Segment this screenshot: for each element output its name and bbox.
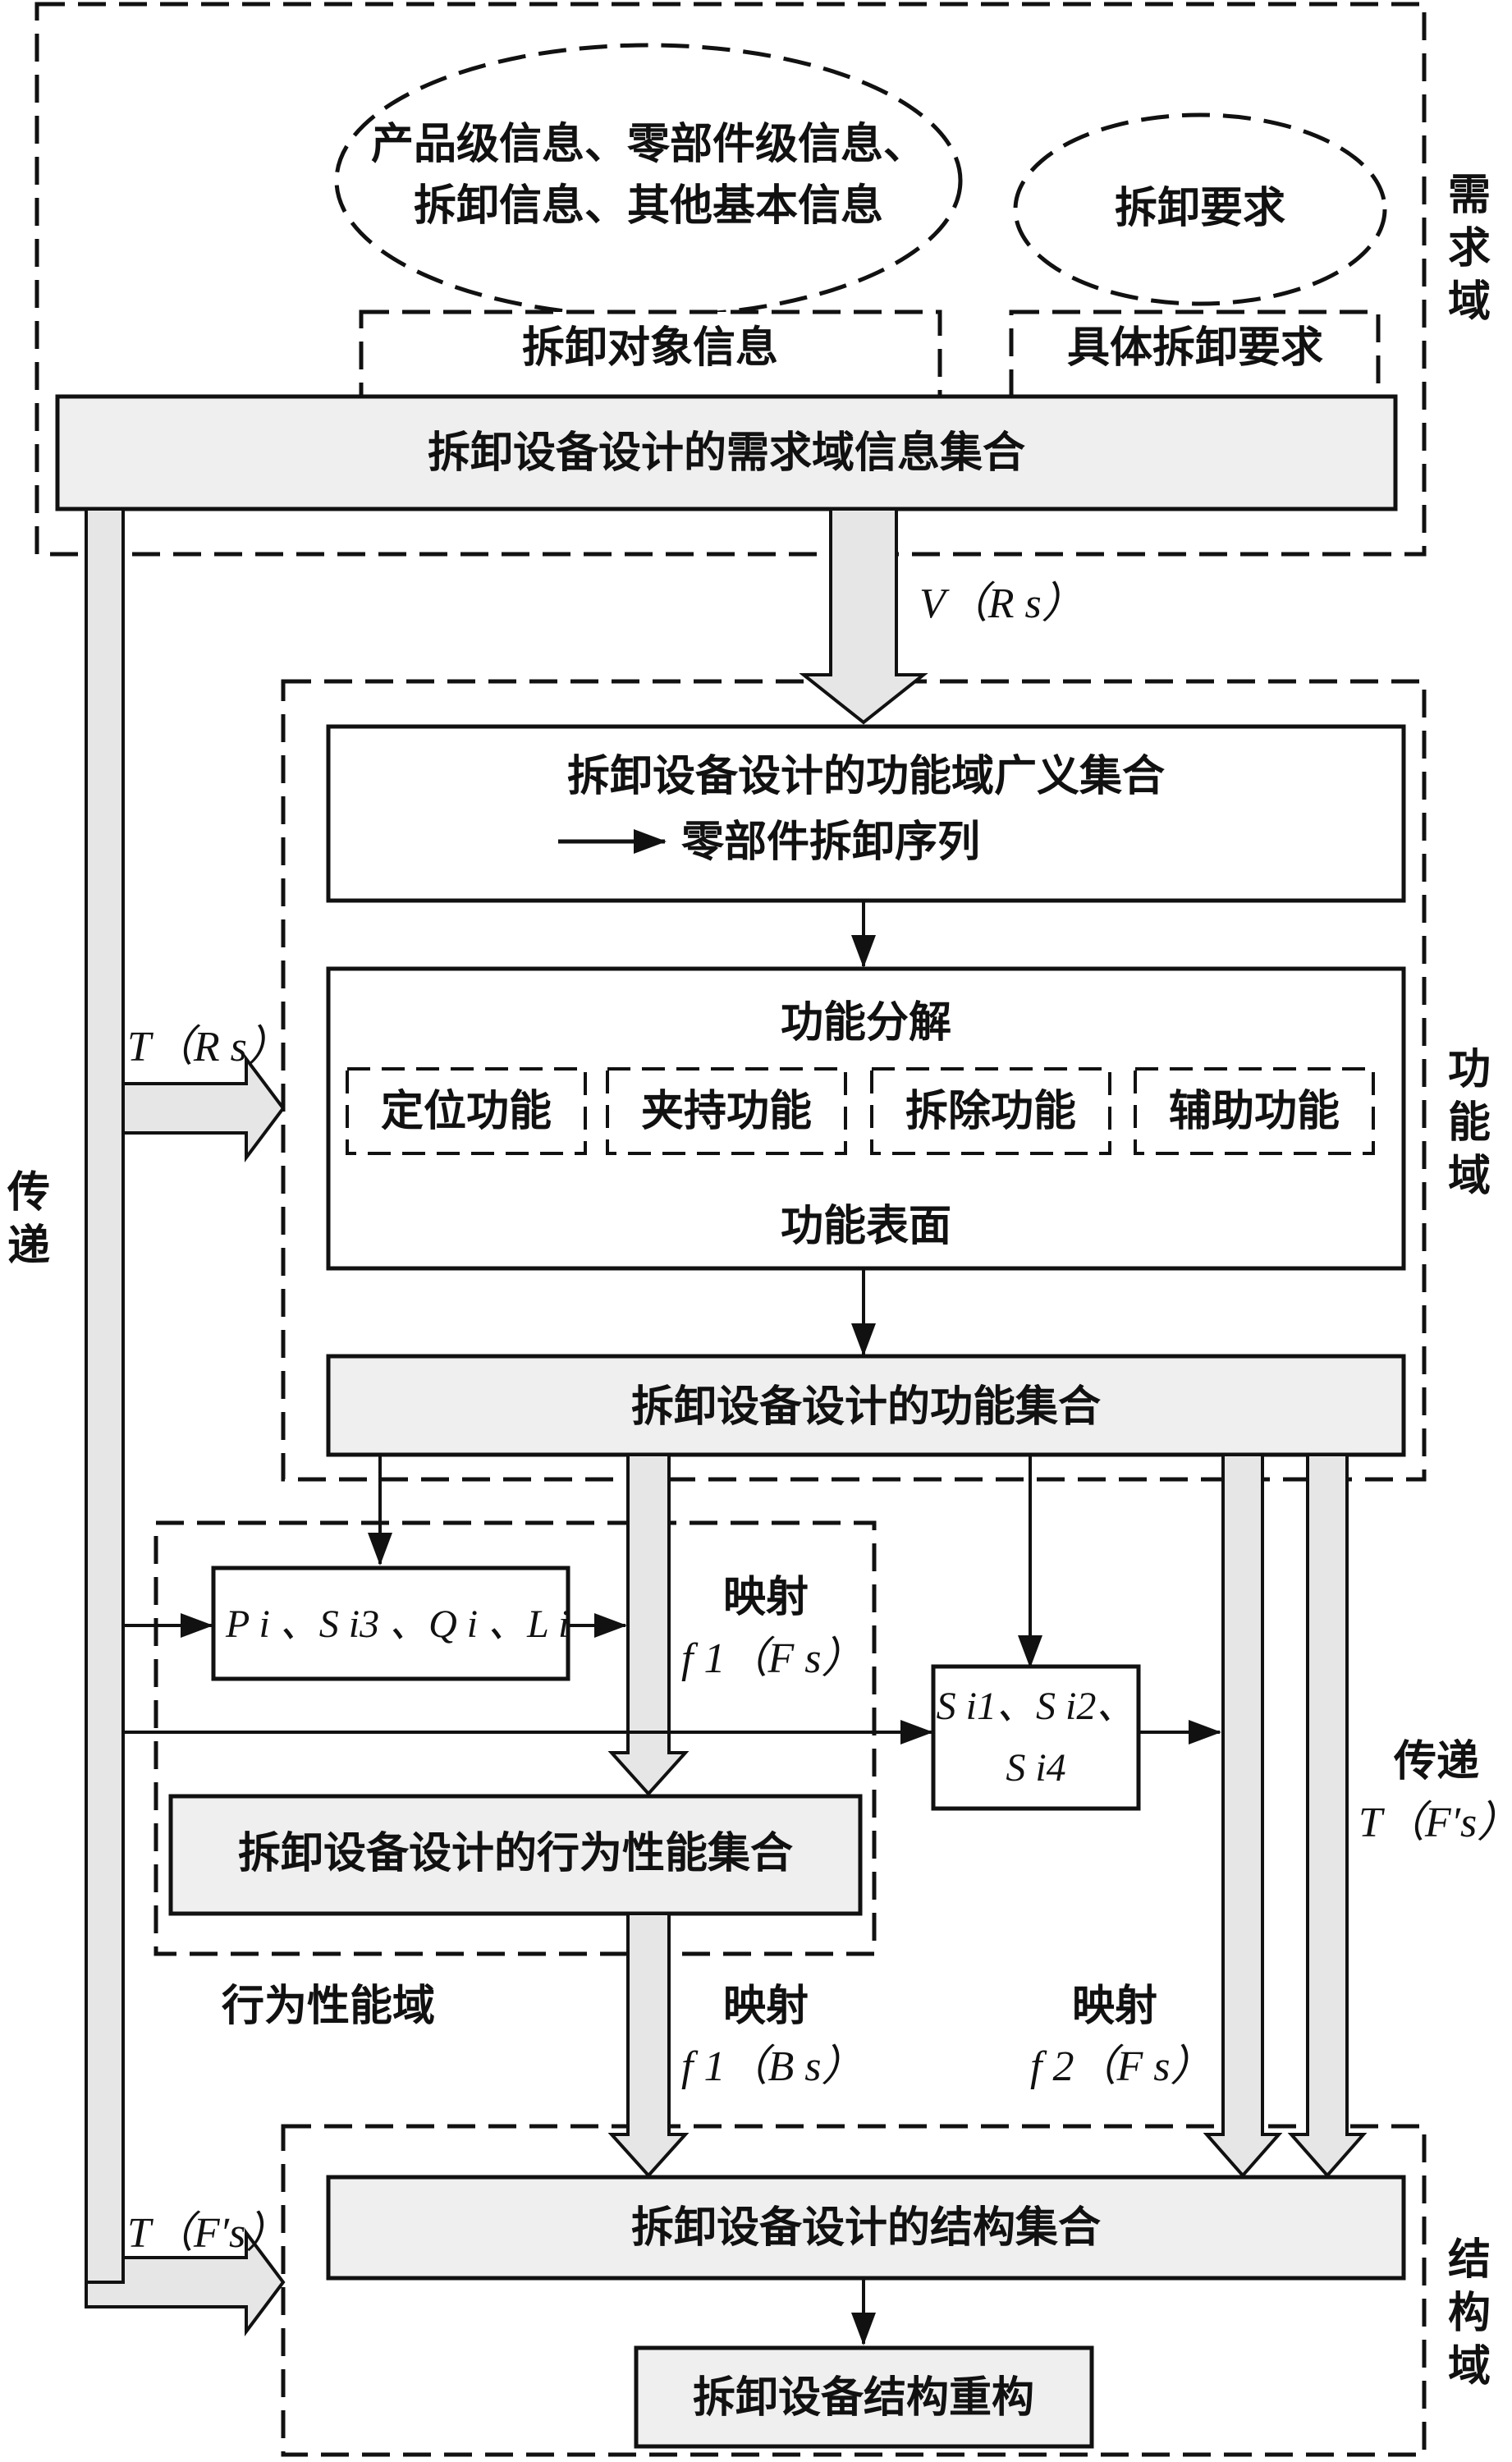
demand-domain-boundary [34,2,1427,557]
assist-function-text: 辅助功能 [1168,1086,1340,1136]
specific-req-text: 具体拆卸要求 [1066,323,1324,373]
function-domain-label: 功能域 [1447,1044,1491,1201]
function-domain-boundary [281,679,1427,1482]
assist-function-box [1134,1067,1375,1155]
v-rs-label: V（R s） [919,580,1084,627]
object-info-text: 拆卸对象信息 [521,323,779,373]
locate-function-box [346,1067,587,1155]
requirement-ellipse [1013,112,1387,306]
structure-domain-boundary [281,2124,1427,2457]
params-right-box [931,1664,1141,1811]
left-transfer-spine [85,507,125,2284]
t-rs-label: T（R s） [127,1024,290,1071]
reconstruct-box [634,2345,1094,2449]
object-info-box [359,309,942,401]
function-to-structure-arrow-2 [1287,1453,1368,2179]
structure-set-box [326,2175,1406,2281]
v-rs-arrow [799,507,928,725]
t-fs-left-label: T（F′s） [127,2210,289,2257]
params-left-box [211,1566,570,1681]
mapping-label-3: 映射 [1071,1981,1158,2031]
behavior-domain-label: 行为性能域 [222,1981,436,2031]
map-f1-fs-label: f 1（F s） [681,1635,864,1682]
general-set-line1: 拆卸设备设计的功能域广义集合 [566,751,1166,801]
remove-function-text: 拆除功能 [905,1086,1077,1136]
params-left-text: P i 、S i3 、Q i 、L i [226,1602,570,1646]
left-transfer-branch-top [121,1054,286,1162]
behavior-set-text: 拆卸设备设计的行为性能集合 [237,1828,794,1878]
remove-function-box [870,1067,1111,1155]
general-set-line2: 零部件拆卸序列 [681,817,981,867]
info-ellipse [334,43,963,319]
function-to-behavior-arrow [607,1453,690,1796]
function-set-box [326,1354,1406,1457]
t-fs-right-label: T（F′s） [1359,1800,1512,1846]
info-ellipse-line1: 产品级信息、零部件级信息、 [370,119,927,169]
demand-domain-label: 需求域 [1447,170,1491,327]
general-set-box [326,724,1406,903]
behavior-set-box [168,1794,863,1916]
mapping-label-2: 映射 [722,1981,809,2031]
demand-info-set-box [55,394,1398,511]
left-transfer-label: 传递 [7,1167,50,1271]
info-ellipse-line2: 拆卸信息、其他基本信息 [413,181,884,231]
reconstruct-text: 拆卸设备结构重构 [692,2373,1035,2423]
map-f2-fs-label: f 2（F s） [1030,2043,1213,2090]
right-transfer-label: 传递 [1393,1736,1480,1786]
left-transfer-branch-bottom [85,2228,286,2336]
map-f1-bs-label: f 1（B s） [681,2043,864,2090]
decomposition-label: 功能分解 [780,997,952,1048]
demand-info-set-text: 拆卸设备设计的需求域信息集合 [427,428,1026,478]
function-set-text: 拆卸设备设计的功能集合 [630,1382,1102,1432]
function-decomposition-box [326,966,1406,1271]
mapping-label-1: 映射 [722,1572,809,1622]
locate-function-text: 定位功能 [380,1086,552,1136]
params-right-line1: S i1、S i2、 [936,1685,1136,1728]
function-to-structure-arrow-1 [1203,1453,1283,2179]
params-right-line2: S i4 [1006,1746,1066,1790]
behavior-to-structure-arrow [607,1912,690,2178]
clamp-function-box [606,1067,847,1155]
function-surface-label: 功能表面 [780,1201,952,1251]
requirement-ellipse-text: 拆卸要求 [1114,183,1286,233]
structure-set-text: 拆卸设备设计的结构集合 [630,2203,1102,2253]
structure-domain-label: 结构域 [1447,2235,1491,2391]
clamp-function-text: 夹持功能 [640,1086,813,1136]
